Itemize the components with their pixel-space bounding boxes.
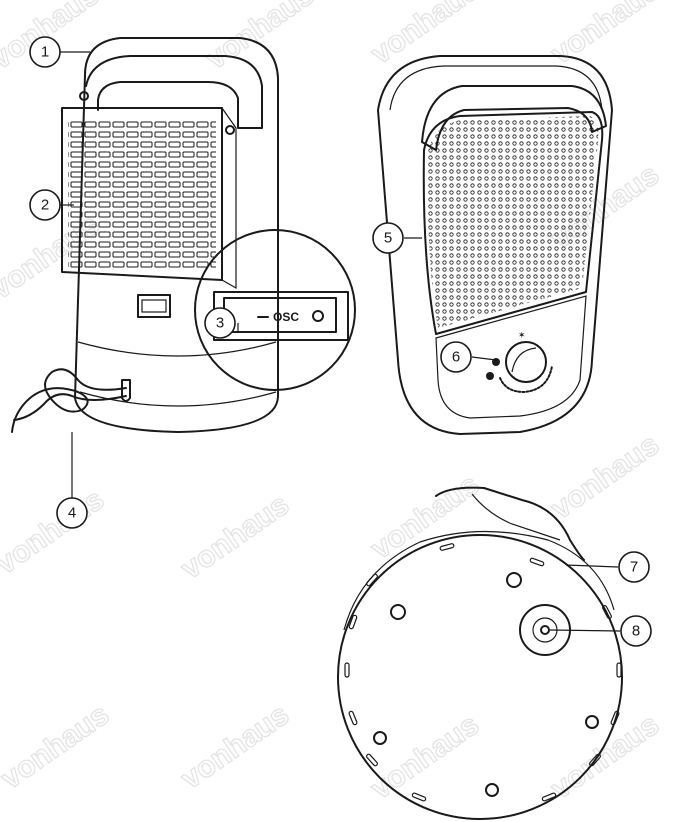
watermark-text: vonhaus — [545, 0, 665, 71]
carry-handle — [421, 85, 607, 151]
heater-head-edge — [471, 493, 561, 541]
low-heat-indicator — [486, 372, 494, 380]
watermark-text: vonhaus — [545, 428, 665, 526]
switch-magnifier: OSC — [194, 229, 356, 391]
callout-3: 3 — [204, 307, 236, 339]
heater-front-view: ✶ — [377, 55, 613, 435]
watermark-text: vonhaus — [175, 698, 295, 796]
power-cord — [11, 368, 127, 433]
watermark-text: vonhaus — [365, 0, 485, 71]
leader-line-8 — [549, 629, 621, 632]
watermark-text: vonhaus — [175, 488, 295, 586]
control-panel — [435, 295, 587, 419]
callout-2: 2 — [29, 189, 61, 221]
power-cord — [13, 393, 127, 421]
thermostat-knob — [505, 341, 547, 383]
heater-head — [435, 486, 585, 561]
callout-8: 8 — [620, 615, 652, 647]
fan-indicator-icon: ✶ — [518, 331, 526, 341]
osc-switch-inner — [141, 299, 167, 313]
air-intake-slots — [344, 543, 622, 802]
osc-switch-body — [137, 294, 171, 318]
switch-off-mark — [312, 310, 324, 322]
base-ring — [79, 391, 277, 407]
callout-leaders — [60, 51, 621, 632]
callout-number: 1 — [41, 44, 49, 61]
callout-7: 7 — [618, 551, 650, 583]
switch-label: OSC — [273, 310, 299, 324]
watermark-text: vonhaus — [365, 708, 485, 806]
watermark-text: vonhaus — [0, 483, 110, 581]
body-inner-edge — [389, 65, 603, 111]
watermark-text: vonhaus — [0, 698, 115, 796]
rubber-feet — [373, 572, 599, 797]
heater-body — [74, 37, 279, 433]
watermark-text: vonhaus — [365, 468, 485, 566]
callout-number: 6 — [452, 349, 460, 366]
callout-number: 7 — [630, 559, 638, 576]
callout-4: 4 — [56, 497, 88, 529]
leader-line-6 — [471, 356, 497, 361]
leader-line-7 — [565, 564, 619, 568]
callout-6: 6 — [440, 341, 472, 373]
callout-number: 5 — [384, 230, 392, 247]
heater-rear-view — [11, 37, 279, 433]
grille-side — [221, 107, 237, 290]
grille-frame — [422, 111, 604, 335]
rear-grille — [68, 118, 216, 268]
callout-5: 5 — [372, 222, 404, 254]
heater-body — [377, 55, 613, 435]
callouts: 1 2 3 4 5 6 7 8 — [29, 36, 652, 647]
callout-1: 1 — [29, 36, 61, 68]
callout-number: 8 — [632, 623, 640, 640]
callout-number: 2 — [41, 197, 49, 214]
handle-pivot — [79, 91, 89, 101]
tip-over-switch-button — [540, 625, 550, 635]
body-waist — [77, 341, 277, 357]
knob-highlight — [511, 347, 537, 373]
base-plate — [337, 534, 623, 820]
handle-pivot — [225, 125, 235, 135]
magnifier-circle — [194, 229, 356, 391]
callout-number: 3 — [216, 315, 224, 332]
carry-handle — [85, 55, 263, 129]
knob-scale — [499, 365, 553, 393]
front-mesh-grille — [427, 116, 599, 328]
callout-number: 4 — [68, 505, 76, 522]
power-cord-outlet — [121, 379, 131, 402]
